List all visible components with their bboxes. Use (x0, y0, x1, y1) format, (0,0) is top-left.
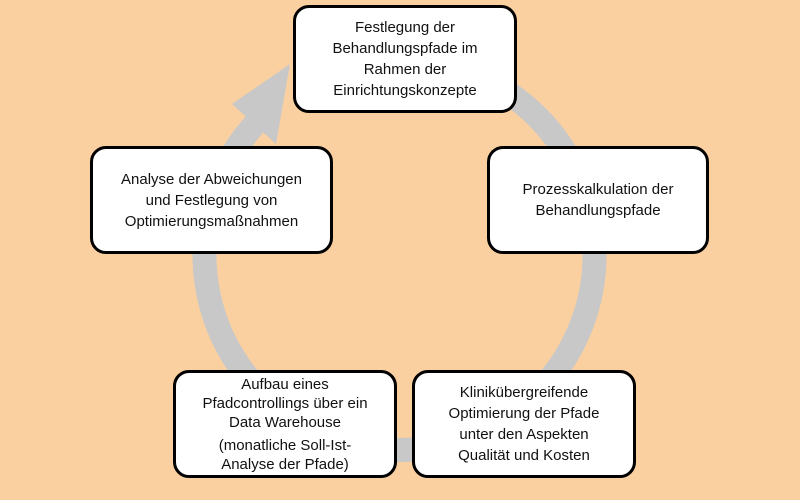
step-3-box: Klinikübergreifende Optimierung der Pfad… (412, 370, 636, 478)
step-note: (monatliche Soll-Ist- (218, 436, 352, 454)
step-text: Aufbau eines (241, 375, 329, 393)
step-text: Behandlungspfade (535, 202, 661, 219)
step-text: Qualität und Kosten (458, 447, 590, 464)
step-text: Einrichtungskonzepte (333, 82, 477, 99)
step-2-box: Prozesskalkulation der Behandlungspfade (487, 146, 709, 254)
step-text: Klinikübergreifende (459, 384, 589, 401)
step-text: Optimierungsmaßnahmen (124, 212, 299, 230)
step-text: Analyse der Abweichungen (121, 170, 302, 188)
step-text: Festlegung der (354, 19, 456, 36)
step-5-box: Analyse der Abweichungen und Festlegung … (90, 146, 333, 254)
arrow-head (232, 64, 290, 144)
step-4-box: Aufbau eines Pfadcontrollings über ein D… (173, 370, 397, 478)
step-text: Optimierung der Pfade (448, 405, 600, 422)
step-1-box: Festlegung der Behandlungspfade im Rahme… (293, 5, 517, 113)
step-text: Pfadcontrollings über ein (202, 394, 368, 412)
step-text: Behandlungspfade im (332, 40, 478, 57)
step-text: und Festlegung von (145, 191, 278, 209)
step-note: Analyse der Pfade) (221, 455, 349, 473)
step-text: Prozesskalkulation der (522, 181, 674, 198)
step-text: unter den Aspekten (459, 426, 589, 443)
step-text: Rahmen der (363, 61, 447, 78)
step-text: Data Warehouse (228, 413, 341, 431)
